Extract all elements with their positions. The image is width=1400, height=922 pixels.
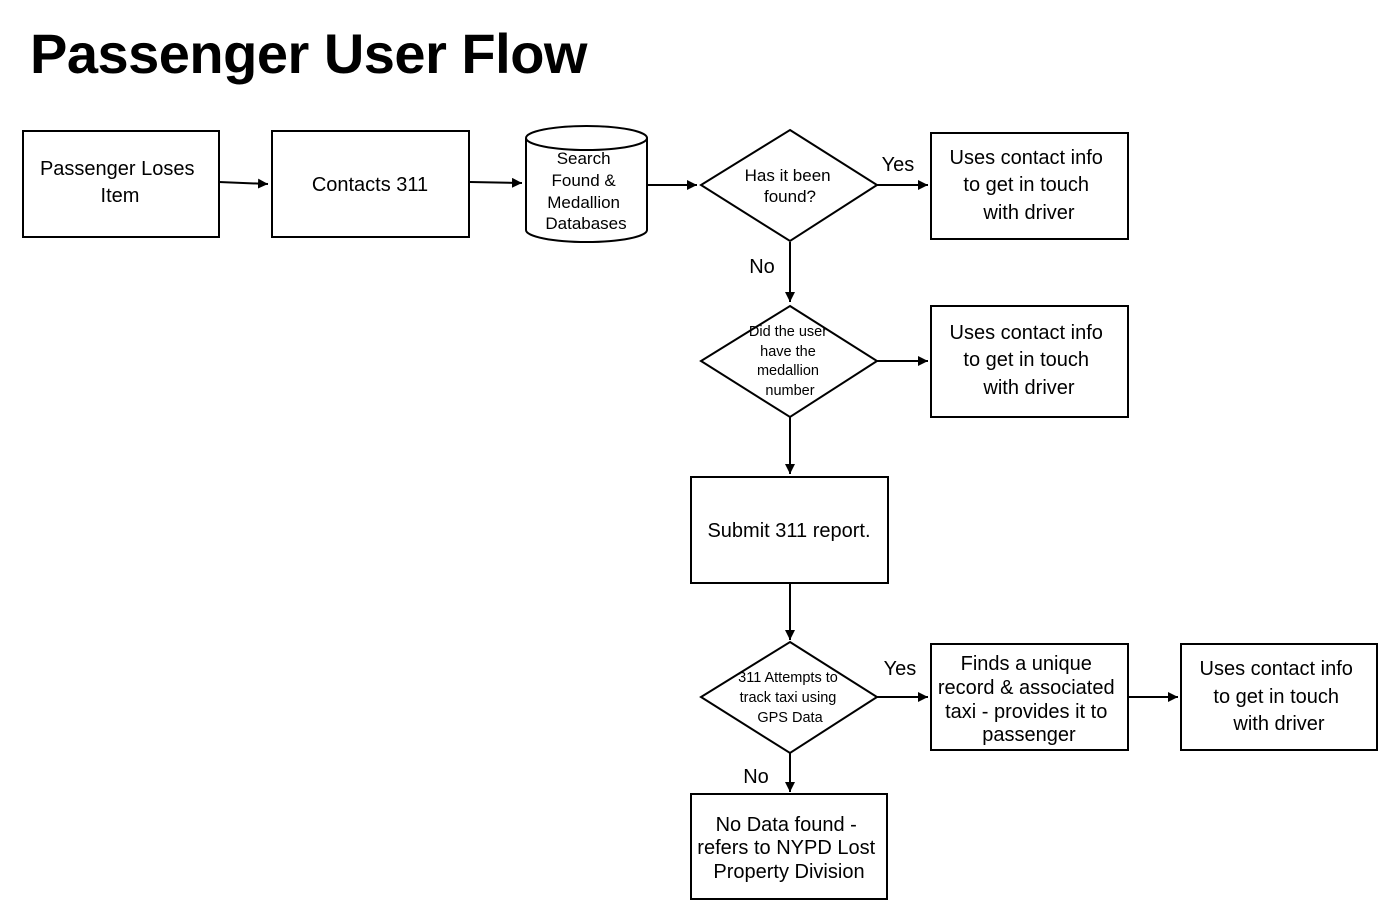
node-submit-report: Submit 311 report. [690,476,889,584]
svg-text:Passenger Loses Item: Passenger Loses Item [40,158,200,207]
edge-contacts-to-search [469,177,523,188]
node-text-line: Did the user [749,324,827,340]
node-passenger-loses-item: Passenger Loses Item [22,130,220,238]
node-text-line: Has it been [745,166,831,185]
node-text-line: found? [764,187,816,206]
svg-text:Uses contact info to get: Uses contact info to get in touch with d… [950,147,1109,224]
node-text-line: Passenger Loses [40,158,195,180]
node-text-line: taxi - provides it to [945,701,1107,723]
node-text-line: 311 Attempts to [738,670,838,686]
node-text-line: refers to NYPD Lost [697,837,875,859]
node-text-line: Finds a unique [961,653,1092,675]
node-search-databases: Search Found & Medallion Databases [525,125,648,243]
svg-text:Uses contact info to get: Uses contact info to get in touch with d… [1200,658,1359,735]
node-text-line: passenger [982,724,1076,746]
page-title: Passenger User Flow [30,22,587,85]
node-finds-record: Finds a unique record & associated taxi … [930,643,1129,751]
node-no-data-found: No Data found - refers to NYPD Lost Prop… [690,793,888,900]
node-text-line: Search [557,149,611,168]
node-text-line: Uses contact info [950,322,1103,344]
node-contact-driver-3: Uses contact info to get in touch with d… [1180,643,1378,751]
node-text-line: with driver [1232,713,1324,735]
svg-text:Did the user have the: Did the user have the medallion number [749,324,831,399]
node-text-line: No Data found - [716,814,857,836]
node-contacts-311: Contacts 311 [271,130,470,238]
svg-text:No Data found - refers t: No Data found - refers to NYPD Lost Prop… [697,814,880,883]
node-text-line: Found & [552,171,617,190]
node-text-line: Uses contact info [1200,658,1353,680]
node-text-line: Medallion [547,193,620,212]
svg-text:Submit 311 report.: Submit 311 report. [707,520,870,542]
node-contact-driver-1: Uses contact info to get in touch with d… [930,132,1129,240]
edge-label-gps-no: No [743,766,769,788]
node-text-line: medallion [757,363,819,379]
svg-text:Search Found & Med: Search Found & Medallion Databases [545,149,626,233]
node-text-line: to get in touch [1213,686,1339,708]
svg-text:Uses contact info to get: Uses contact info to get in touch with d… [950,322,1109,399]
node-contact-driver-2: Uses contact info to get in touch with d… [930,305,1129,418]
node-text-line: Databases [545,214,626,233]
edge-label-gps-yes: Yes [884,658,917,680]
node-has-it-been-found: Has it been found? [699,128,879,243]
node-text-line: Contacts 311 [312,174,428,196]
svg-text:Has it been found?: Has it been found? [745,166,836,206]
node-text-line: Property Division [713,861,864,883]
edge-label-found-yes: Yes [882,154,915,176]
flow-edges [218,177,1178,792]
edge-label-found-no: No [749,256,775,278]
svg-text:Finds a unique record &: Finds a unique record & associated taxi … [938,653,1120,746]
edge-loses-to-contacts [218,178,269,189]
node-text-line: number [765,383,814,399]
node-text-line: GPS Data [757,710,823,726]
node-text-line: track taxi using [740,690,837,706]
svg-text:Contacts 311: Contacts 311 [312,174,428,196]
node-text-line: with driver [982,377,1074,399]
node-text-line: record & associated [938,677,1115,699]
node-text-line: have the [760,344,816,360]
node-text-line: Submit 311 report. [707,520,870,542]
node-text-line: Uses contact info [950,147,1103,169]
node-text-line: with driver [982,202,1074,224]
node-text-line: to get in touch [963,174,1089,196]
node-text-line: Item [101,185,140,207]
node-text-line: to get in touch [963,349,1089,371]
node-attempts-gps: 311 Attempts to track taxi using GPS Dat… [699,640,879,755]
node-did-user-have-medallion: Did the user have the medallion number [699,304,879,419]
svg-text:311 Attempts to track ta: 311 Attempts to track taxi using GPS Dat… [738,670,842,726]
